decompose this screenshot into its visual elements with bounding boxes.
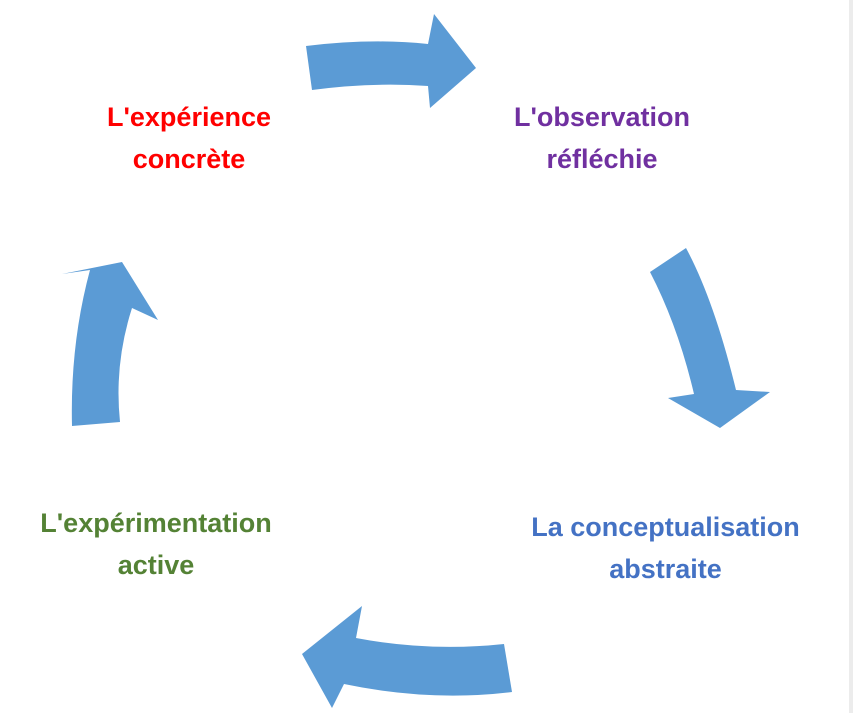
arrow-right — [650, 248, 770, 428]
node-concrete-experience: L'expérience concrète — [70, 96, 308, 180]
node-concrete-experience-line2: concrète — [132, 144, 246, 174]
arrow-left — [62, 262, 158, 426]
node-concrete-experience-line1: L'expérience — [106, 102, 271, 132]
node-active-experimentation-line1: L'expérimentation — [40, 508, 272, 538]
node-abstract-conceptualisation: La conceptualisation abstraite — [498, 506, 833, 590]
node-active-experimentation: L'expérimentation active — [0, 502, 312, 586]
node-reflective-observation-line1: L'observation — [514, 102, 690, 132]
arrow-bottom — [302, 606, 512, 708]
node-active-experimentation-line2: active — [117, 550, 195, 580]
page-edge-divider — [849, 0, 853, 713]
arrow-top — [306, 14, 476, 108]
node-reflective-observation: L'observation réfléchie — [478, 96, 726, 180]
node-abstract-conceptualisation-line1: La conceptualisation — [531, 512, 800, 542]
node-abstract-conceptualisation-line2: abstraite — [609, 554, 722, 584]
node-reflective-observation-line2: réfléchie — [546, 144, 658, 174]
